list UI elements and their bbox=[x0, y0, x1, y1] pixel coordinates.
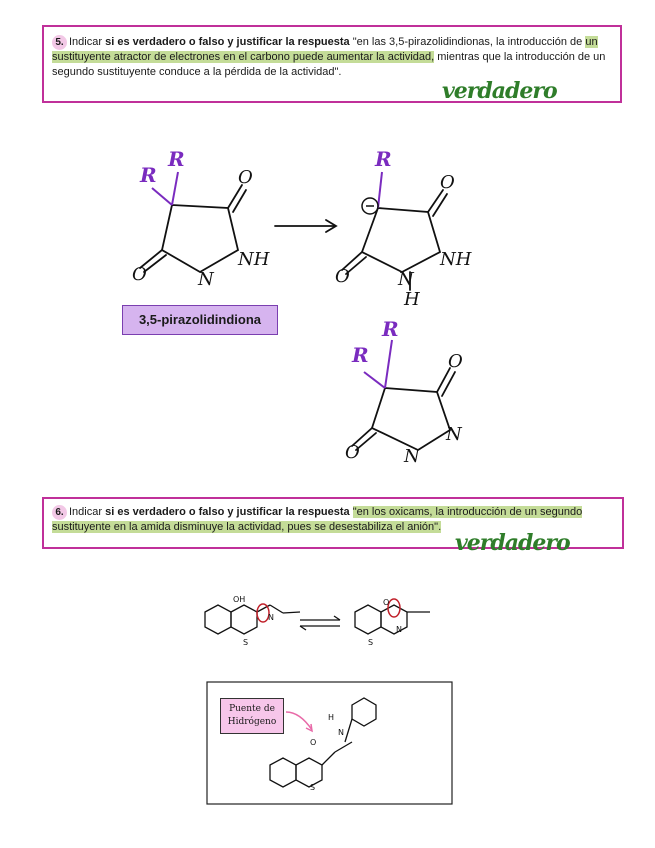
svg-text:R: R bbox=[374, 147, 392, 171]
handwritten-answer: verdadero bbox=[442, 78, 558, 104]
svg-text:O: O bbox=[440, 172, 455, 193]
question-6-text: 6.Indicar si es verdadero o falso y just… bbox=[52, 505, 583, 533]
svg-text:N: N bbox=[338, 728, 344, 737]
svg-text:R: R bbox=[381, 317, 399, 341]
svg-text:O: O bbox=[345, 442, 360, 463]
svg-text:N: N bbox=[445, 424, 463, 445]
handwritten-answer: verdadero bbox=[455, 530, 571, 556]
svg-text:N: N bbox=[268, 613, 274, 622]
carbanion-charge bbox=[361, 197, 379, 215]
svg-text:O: O bbox=[132, 264, 147, 285]
svg-text:R: R bbox=[351, 343, 369, 367]
ring-bottom bbox=[370, 387, 452, 452]
svg-text:NH: NH bbox=[439, 249, 472, 270]
svg-text:R: R bbox=[139, 163, 157, 187]
question-5-text: 5.Indicar si es verdadero o falso y just… bbox=[52, 35, 606, 78]
question-5-box: 5.Indicar si es verdadero o falso y just… bbox=[42, 25, 622, 103]
svg-text:S: S bbox=[243, 638, 248, 647]
ring-left bbox=[160, 204, 240, 274]
svg-text:H: H bbox=[403, 289, 420, 310]
svg-text:O: O bbox=[238, 167, 253, 188]
svg-text:O: O bbox=[310, 738, 316, 747]
svg-text:N: N bbox=[403, 446, 421, 467]
hydrogen-bond-label: Puente de Hidrógeno bbox=[220, 698, 284, 734]
svg-text:O: O bbox=[383, 598, 389, 607]
svg-text:R: R bbox=[167, 147, 185, 171]
svg-text:N: N bbox=[197, 269, 215, 290]
svg-text:O: O bbox=[335, 266, 350, 287]
ring-right bbox=[360, 207, 442, 274]
compound-label: 3,5-pirazolidindiona bbox=[122, 305, 278, 335]
question-number: 5. bbox=[52, 35, 67, 50]
svg-text:S: S bbox=[368, 638, 373, 647]
svg-text:N: N bbox=[396, 625, 402, 634]
svg-text:NH: NH bbox=[237, 249, 270, 270]
svg-text:O: O bbox=[448, 351, 463, 372]
svg-text:H: H bbox=[328, 713, 334, 722]
svg-text:S: S bbox=[310, 783, 315, 792]
svg-text:N: N bbox=[397, 269, 415, 290]
question-6-box: 6.Indicar si es verdadero o falso y just… bbox=[42, 497, 624, 549]
svg-text:OH: OH bbox=[233, 595, 245, 604]
question-number: 6. bbox=[52, 505, 67, 520]
hydrogen-bond-figure-frame bbox=[206, 681, 453, 805]
